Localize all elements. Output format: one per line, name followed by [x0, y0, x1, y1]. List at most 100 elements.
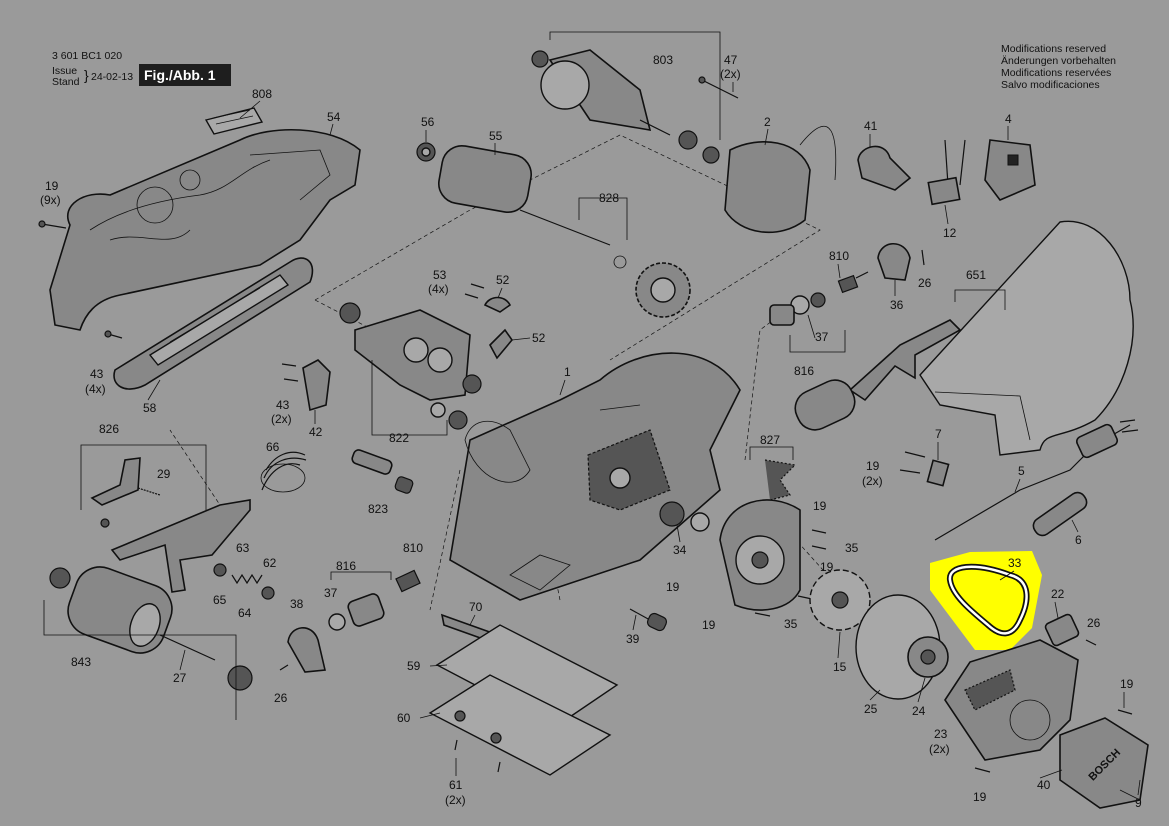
callout-26-top: 26 [918, 276, 932, 290]
callout-19-pair-qty: (2x) [862, 474, 883, 488]
callout-59: 59 [407, 659, 421, 673]
part-26-screw-top [921, 249, 925, 266]
part-36-brush-holder [877, 242, 911, 281]
callout-64: 64 [238, 606, 252, 620]
callout-816-bottom: 816 [336, 559, 356, 573]
callout-843: 843 [71, 655, 91, 669]
part-827-gear-housing [719, 446, 801, 611]
callout-39: 39 [626, 632, 640, 646]
callout-40: 40 [1037, 778, 1051, 792]
callout-55: 55 [489, 129, 503, 143]
part-62-clip [261, 586, 275, 600]
part-39-knob [629, 608, 668, 632]
part-54-housing-half [49, 128, 361, 331]
leader-lines [147, 82, 1141, 796]
part-651-handle-cover [919, 220, 1134, 456]
part-38-cap [287, 627, 326, 673]
callout-6: 6 [1075, 533, 1082, 547]
callout-47-qty: (2x) [720, 67, 741, 81]
callout-66: 66 [266, 440, 280, 454]
callout-58: 58 [143, 401, 157, 415]
part-810-brush-top [837, 271, 869, 294]
callout-822: 822 [389, 431, 409, 445]
part-43-screws-middle [281, 363, 299, 382]
callout-5: 5 [1018, 464, 1025, 478]
part-29-spring-pin [137, 487, 161, 496]
callout-42: 42 [309, 425, 323, 439]
part-47-screw [698, 76, 739, 99]
callout-7: 7 [935, 427, 942, 441]
callout-65: 65 [213, 593, 227, 607]
callout-labels: 808 54 19 (9x) 43 (4x) 58 56 55 803 47 (… [40, 53, 1142, 810]
callout-4: 4 [1005, 112, 1012, 126]
callout-19-qty: (9x) [40, 193, 61, 207]
part-2-field-coil [724, 125, 837, 234]
part-52-clips [483, 296, 514, 360]
part-7-cable-clamp [926, 459, 950, 487]
notice-line-3: Modifications reservées [1001, 67, 1111, 79]
part-19-screw-bottom-right [974, 709, 1133, 773]
callout-823: 823 [368, 502, 388, 516]
callout-41: 41 [864, 119, 878, 133]
callout-70: 70 [469, 600, 483, 614]
callout-54: 54 [327, 110, 341, 124]
part-803-armature [531, 31, 721, 164]
callout-52-bottom: 52 [532, 331, 546, 345]
part-4-switch [984, 139, 1036, 201]
callout-2: 2 [764, 115, 771, 129]
part-5-power-cable [934, 419, 1139, 541]
header-block: 3 601 BC1 020 Issue Stand } 24-02-13 Fig… [52, 50, 231, 88]
part-number: 3 601 BC1 020 [52, 50, 122, 62]
callout-827: 827 [760, 433, 780, 447]
callout-43-qty: (4x) [85, 382, 106, 396]
callout-43: 43 [90, 367, 104, 381]
callout-43-middle-qty: (2x) [271, 412, 292, 426]
part-843-tension-roller [43, 566, 253, 720]
part-19-screw-left [38, 220, 67, 229]
notice-line-2: Änderungen vorbehalten [1001, 55, 1116, 67]
callout-35-b: 35 [784, 617, 798, 631]
callout-19-e: 19 [973, 790, 987, 804]
callout-56: 56 [421, 115, 435, 129]
callout-43-middle: 43 [276, 398, 290, 412]
callout-52-top: 52 [496, 273, 510, 287]
callout-25: 25 [864, 702, 878, 716]
callout-47: 47 [724, 53, 738, 67]
callout-24: 24 [912, 704, 926, 718]
callout-35-a: 35 [845, 541, 859, 555]
callout-36: 36 [890, 298, 904, 312]
part-12-capacitor [927, 139, 966, 206]
callout-816-top: 816 [794, 364, 814, 378]
part-33-highlight [930, 551, 1042, 650]
part-1-motor-housing [449, 352, 741, 601]
part-tension-arm [110, 499, 251, 593]
part-15-fan [809, 569, 871, 631]
notice-line-1: Modifications reserved [1001, 43, 1106, 55]
callout-22: 22 [1051, 587, 1065, 601]
callout-12: 12 [943, 226, 957, 240]
part-40-9-dust-box: BOSCH [1059, 717, 1149, 809]
callout-23-qty: (2x) [929, 742, 950, 756]
part-55-drive-roller [438, 144, 611, 246]
callout-810-top: 810 [829, 249, 849, 263]
callout-53: 53 [433, 268, 447, 282]
notice-line-4: Salvo modificaciones [1001, 79, 1100, 91]
callout-810-bottom: 810 [403, 541, 423, 555]
part-26-screw-lower-left [279, 664, 289, 671]
part-816-lower-brushes [328, 571, 392, 631]
callout-37-bottom: 37 [324, 586, 338, 600]
part-65-washer [213, 563, 227, 577]
part-6-cable-sleeve [1032, 491, 1088, 537]
part-64-spring [231, 573, 263, 585]
part-41-brush-holder [857, 145, 912, 191]
callout-1: 1 [564, 365, 571, 379]
part-651-grip-handle [794, 289, 1006, 431]
figure-tag-box [139, 64, 231, 86]
part-66-spring [260, 451, 307, 493]
part-823-pin [351, 449, 414, 494]
part-58-belt-frame [113, 257, 314, 390]
callout-19: 19 [45, 179, 59, 193]
part-816-brush-pair [769, 292, 846, 353]
part-43-screw-left [104, 330, 123, 339]
